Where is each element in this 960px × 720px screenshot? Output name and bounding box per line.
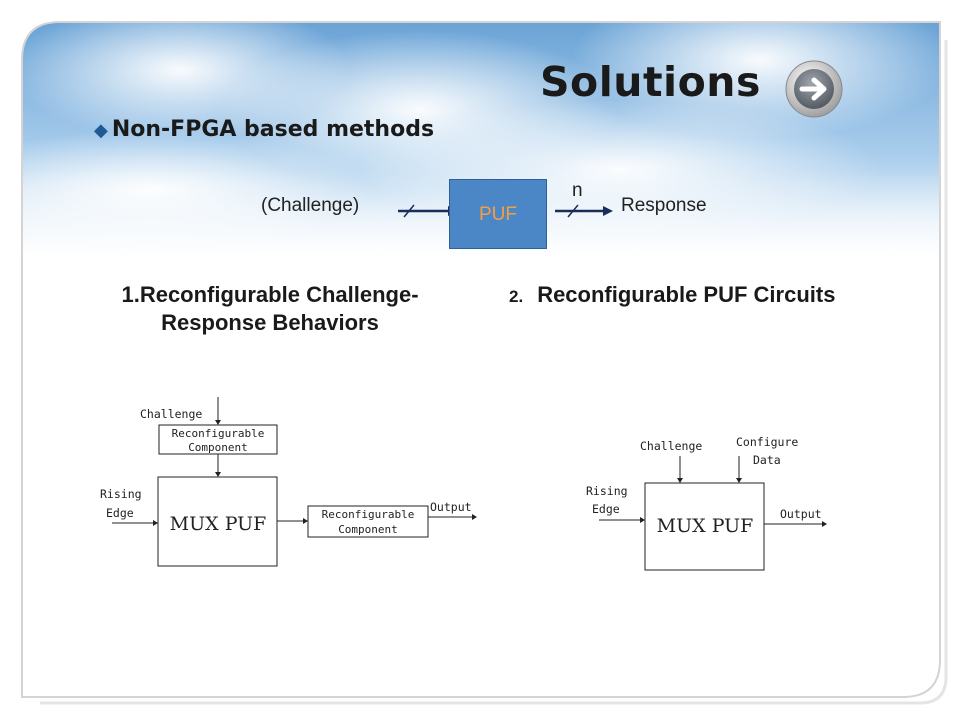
right-rising-text: Rising — [586, 484, 628, 498]
left-edge-text: Edge — [106, 506, 134, 520]
left-challenge-text: Challenge — [140, 407, 202, 421]
slide-title: Solutions — [540, 58, 761, 106]
section-heading: ◆Non-FPGA based methods — [94, 117, 434, 142]
right-caption-number: 2. — [509, 287, 524, 306]
right-caption-text: Reconfigurable PUF Circuits — [537, 282, 836, 307]
left-reconf-right-line2: Component — [338, 523, 398, 536]
left-block-diagram: Challenge Reconfigurable Component MUX P… — [100, 397, 477, 567]
left-output-text: Output — [430, 500, 472, 514]
right-caption: 2. Reconfigurable PUF Circuits — [509, 282, 835, 308]
puf-box: PUF — [449, 179, 547, 249]
left-caption-line1: 1.Reconfigurable Challenge- — [121, 282, 419, 307]
n-label: n — [572, 180, 583, 201]
left-caption-line2: Response Behaviors — [161, 310, 379, 335]
right-configure-text: Configure — [736, 435, 798, 449]
left-caption: 1.Reconfigurable Challenge- Response Beh… — [60, 282, 480, 336]
left-reconf-top-line1: Reconfigurable — [172, 427, 265, 440]
right-challenge-text: Challenge — [640, 439, 702, 453]
right-data-text: Data — [753, 453, 781, 467]
challenge-label: (Challenge) — [261, 195, 360, 216]
right-block-diagram: Challenge Configure Data MUX PUF Rising … — [586, 435, 827, 571]
next-arrow-icon[interactable] — [782, 59, 846, 119]
left-rising-text: Rising — [100, 487, 142, 501]
right-mux-label: MUX PUF — [657, 515, 754, 537]
diamond-bullet-icon: ◆ — [94, 120, 108, 141]
right-edge-text: Edge — [592, 502, 620, 516]
heading-text: Non-FPGA based methods — [111, 117, 435, 142]
right-output-text: Output — [780, 507, 822, 521]
left-reconf-top-line2: Component — [188, 441, 248, 454]
left-reconf-right-line1: Reconfigurable — [322, 508, 415, 521]
puf-label: PUF — [479, 204, 517, 225]
left-mux-label: MUX PUF — [170, 513, 267, 535]
response-label: Response — [621, 195, 707, 216]
